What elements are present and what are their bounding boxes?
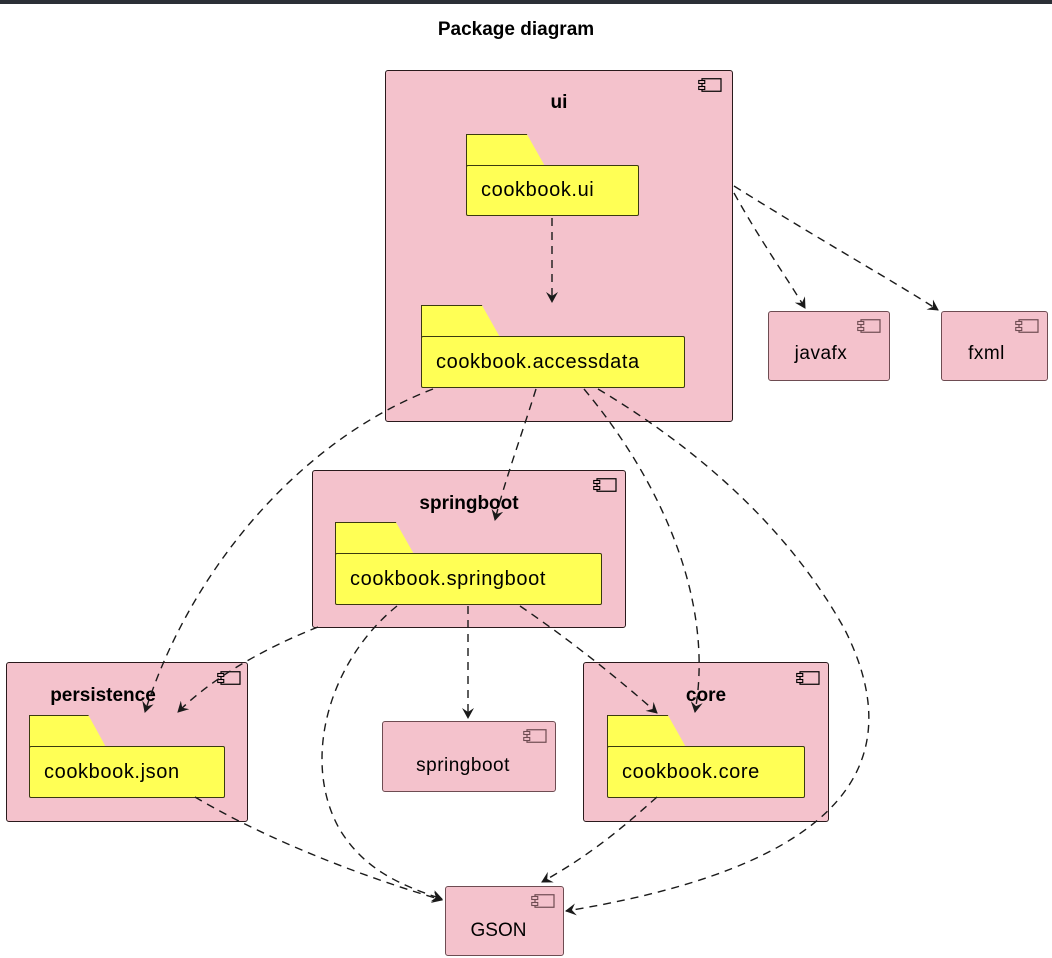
library-gson: GSON (445, 886, 564, 956)
package-tab (466, 134, 546, 168)
package-cookbook-ui: cookbook.ui (466, 134, 639, 217)
top-border (0, 0, 1052, 4)
diagram-title: Package diagram (437, 19, 595, 40)
package-cookbook-accessdata: cookbook.accessdata (421, 305, 685, 388)
component-title-springboot: springboot (419, 493, 519, 514)
package-tab (421, 305, 501, 339)
component-icon (593, 478, 617, 492)
edge-accessdata-to-gson (565, 388, 870, 916)
package-cookbook-json: cookbook.json (29, 715, 225, 798)
component-title-persistence: persistence (50, 685, 156, 706)
edge-ui-to-javafx (733, 192, 806, 309)
component-title-ui: ui (550, 92, 568, 113)
library-label-fxml: fxml (968, 343, 1005, 364)
edge-ui-to-fxml (733, 185, 939, 311)
package-cookbook-core: cookbook.core (607, 715, 805, 798)
package-cookbook-springboot: cookbook.springboot (335, 522, 602, 605)
package-label-cookbook-ui: cookbook.ui (466, 165, 639, 216)
library-springboot: springboot (382, 721, 556, 792)
package-tab (607, 715, 687, 749)
component-icon (523, 729, 547, 743)
library-label-springboot: springboot (416, 755, 510, 776)
component-icon (531, 894, 555, 908)
component-icon (796, 671, 820, 685)
package-label-cookbook-accessdata: cookbook.accessdata (421, 336, 685, 388)
package-tab (335, 522, 415, 556)
package-label-cookbook-json: cookbook.json (29, 746, 225, 798)
package-label-cookbook-springboot: cookbook.springboot (335, 553, 602, 605)
library-label-javafx: javafx (794, 343, 848, 364)
library-javafx: javafx (768, 311, 890, 381)
component-icon (698, 78, 722, 92)
component-icon (1015, 319, 1039, 333)
component-icon (857, 319, 881, 333)
component-icon (217, 671, 241, 685)
library-fxml: fxml (941, 311, 1048, 381)
package-tab (29, 715, 107, 749)
library-label-gson: GSON (470, 920, 527, 941)
package-label-cookbook-core: cookbook.core (607, 746, 805, 798)
component-title-core: core (685, 685, 727, 706)
